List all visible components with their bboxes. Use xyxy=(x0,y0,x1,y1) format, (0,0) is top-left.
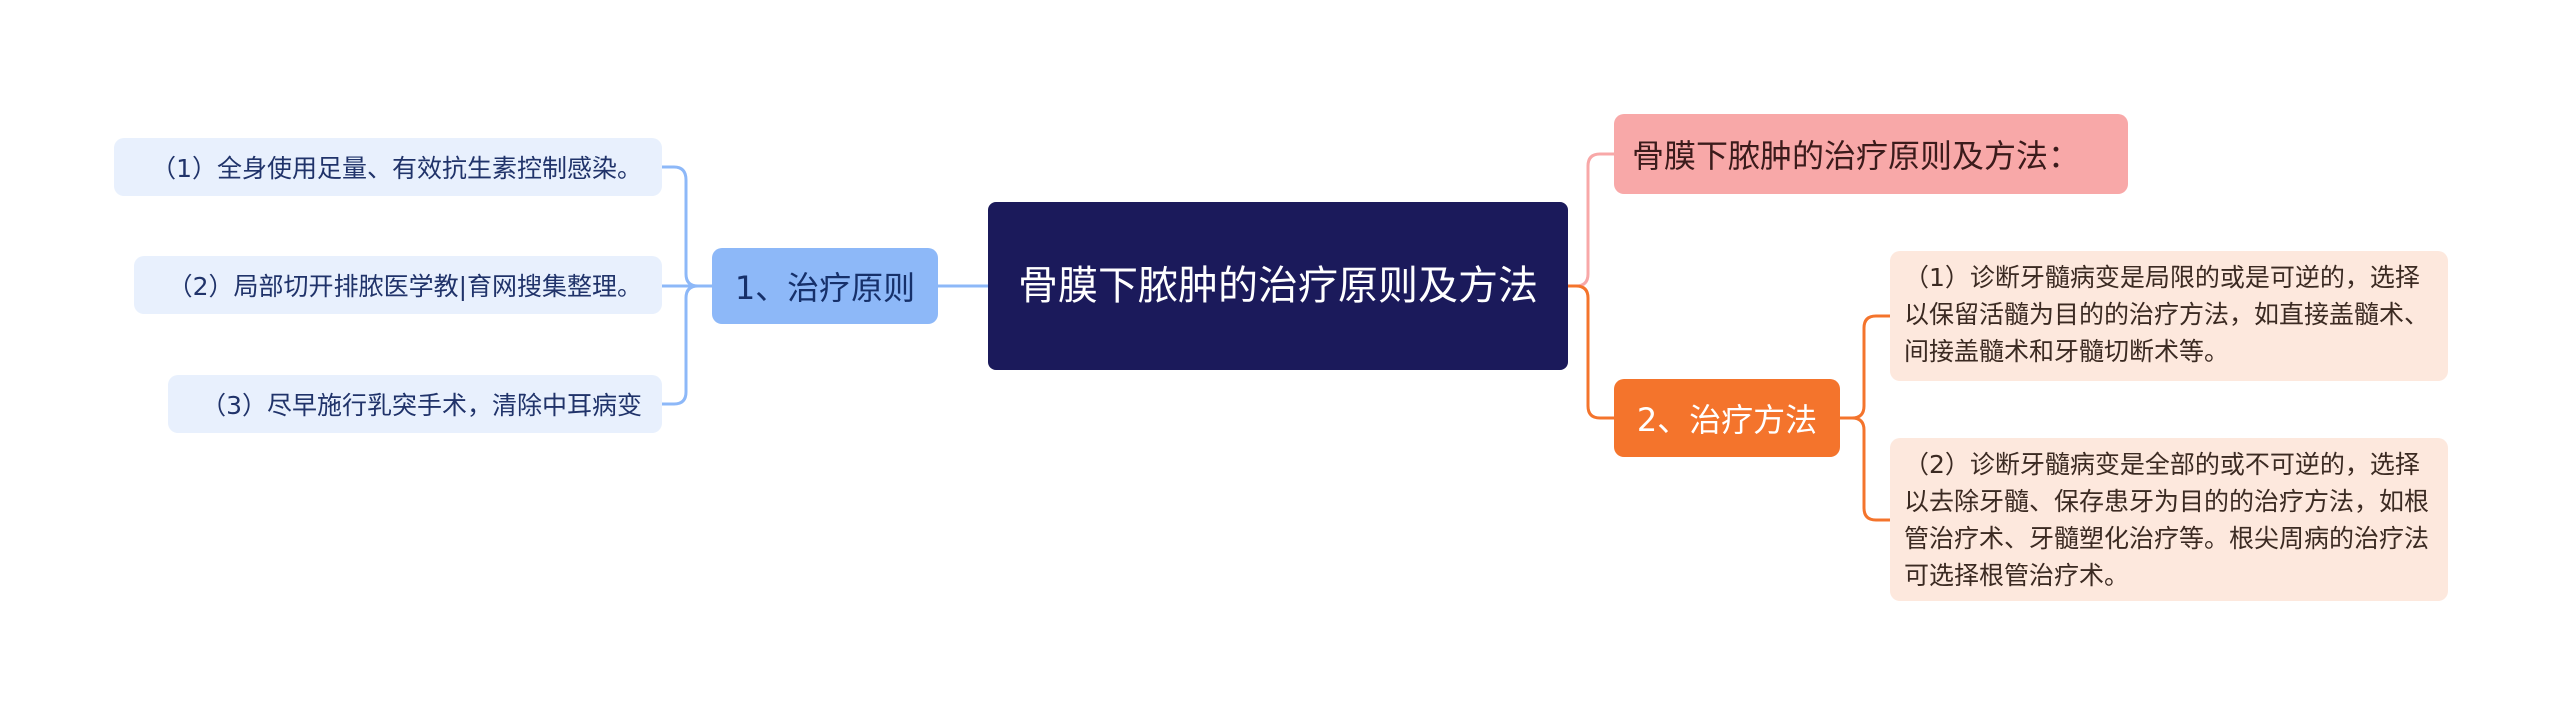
root-node[interactable]: 骨膜下脓肿的治疗原则及方法 xyxy=(988,202,1568,370)
leaf-method-2[interactable]: （2）诊断牙髓病变是全部的或不可逆的，选择以去除牙髓、保存患牙为目的的治疗方法，… xyxy=(1890,438,2448,601)
branch-treatment-principles[interactable]: 1、治疗原则 xyxy=(712,248,938,324)
connector-right-leaf-1 xyxy=(1838,314,1892,420)
leaf-principle-2[interactable]: （2）局部切开排脓医学教|育网搜集整理。 xyxy=(134,256,662,314)
leaf-method-1[interactable]: （1）诊断牙髓病变是局限的或是可逆的，选择以保留活髓为目的的治疗方法，如直接盖髓… xyxy=(1890,251,2448,381)
leaf-principle-1[interactable]: （1）全身使用足量、有效抗生素控制感染。 xyxy=(114,138,662,196)
leaf-label: （1）诊断牙髓病变是局限的或是可逆的，选择以保留活髓为目的的治疗方法，如直接盖髓… xyxy=(1904,263,2430,366)
leaf-label: （1）全身使用足量、有效抗生素控制感染。 xyxy=(151,154,642,183)
connector-left-leaf-3 xyxy=(660,284,714,406)
connector-root-right-branch xyxy=(1566,284,1616,420)
branch-heading-summary[interactable]: 骨膜下脓肿的治疗原则及方法： xyxy=(1614,114,2128,194)
connector-root-right-top xyxy=(1566,152,1616,288)
connector-left-leaf-1 xyxy=(660,165,714,288)
branch-label: 1、治疗原则 xyxy=(734,269,916,307)
branch-label: 骨膜下脓肿的治疗原则及方法： xyxy=(1632,137,2081,175)
branch-label: 2、治疗方法 xyxy=(1636,401,1818,439)
root-label: 骨膜下脓肿的治疗原则及方法 xyxy=(1018,263,1538,309)
branch-treatment-methods[interactable]: 2、治疗方法 xyxy=(1614,379,1840,457)
leaf-principle-3[interactable]: （3）尽早施行乳突手术，清除中耳病变 xyxy=(168,375,662,433)
leaf-label: （2）诊断牙髓病变是全部的或不可逆的，选择以去除牙髓、保存患牙为目的的治疗方法，… xyxy=(1904,450,2430,590)
leaf-label: （2）局部切开排脓医学教|育网搜集整理。 xyxy=(167,272,642,301)
connector-right-leaf-2 xyxy=(1838,416,1892,522)
leaf-label: （3）尽早施行乳突手术，清除中耳病变 xyxy=(201,391,642,420)
